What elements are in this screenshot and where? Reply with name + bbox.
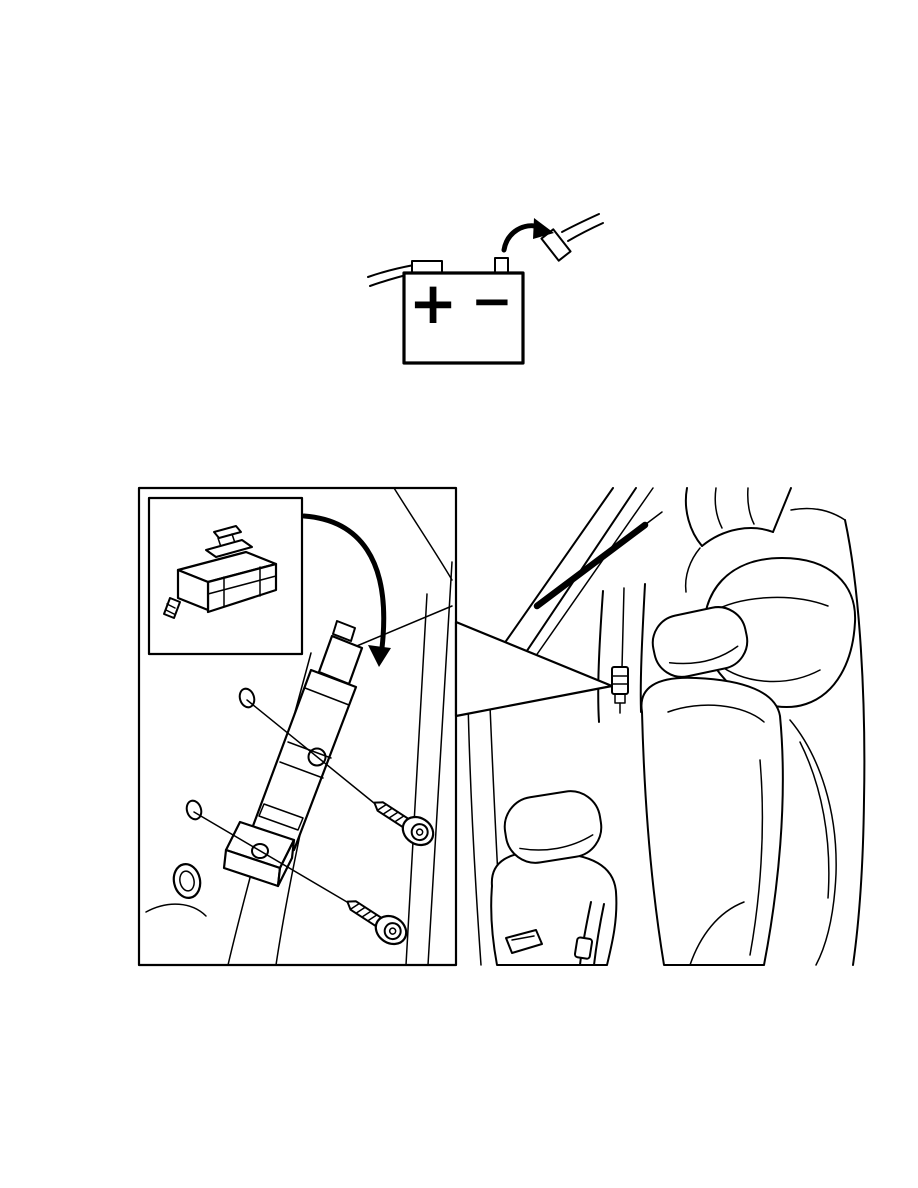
battery-negative-post — [494, 257, 509, 274]
assembly-axis-lower — [193, 811, 348, 903]
battery-positive-symbol: + — [409, 269, 458, 337]
screw-upper — [373, 801, 435, 847]
bracket-screw-hole — [251, 843, 269, 859]
folded-roof — [684, 487, 866, 966]
battery-disconnect-figure: + − — [367, 213, 604, 365]
car-interior-figure — [454, 487, 866, 966]
battery-negative-symbol: − — [471, 272, 513, 330]
callout-pointer-wedge — [454, 620, 614, 718]
seat-belt — [505, 901, 745, 966]
connector-detail — [163, 525, 278, 619]
grommet-hole — [172, 863, 202, 899]
disconnect-arrow-icon — [501, 218, 554, 253]
b-pillar-lines — [597, 583, 646, 723]
battery-body — [402, 271, 525, 365]
install-arrow-icon — [301, 513, 391, 667]
module-mount-callout — [137, 486, 458, 967]
battery-detached-cable — [561, 213, 604, 242]
screw-lower — [346, 900, 408, 946]
module-body — [248, 620, 364, 852]
passenger-seat — [640, 606, 784, 966]
driver-seat — [467, 699, 618, 966]
pillar-module — [611, 666, 629, 714]
module-screw-hole — [307, 747, 327, 767]
